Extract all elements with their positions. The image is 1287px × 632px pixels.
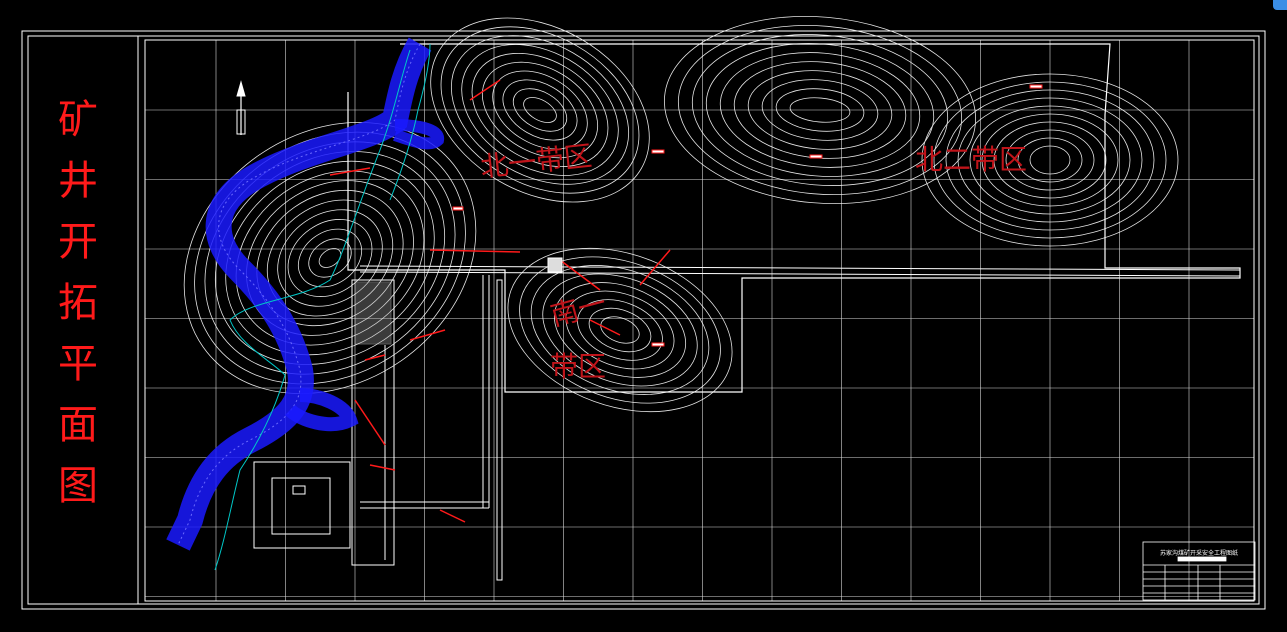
contour-line bbox=[183, 121, 477, 395]
contour-line bbox=[492, 70, 588, 150]
river-branch-2 bbox=[285, 388, 359, 432]
drawing-title: 矿 井 开 拓 平 面 图 bbox=[38, 90, 118, 530]
fault-line bbox=[589, 319, 621, 336]
contour-line bbox=[1017, 137, 1083, 183]
road bbox=[214, 49, 411, 571]
title-block bbox=[1142, 541, 1256, 601]
contour-line bbox=[921, 73, 1179, 247]
contour-line bbox=[225, 160, 435, 356]
title-block-name: 苏家沟煤矿开采安全工程图纸 bbox=[1160, 550, 1239, 557]
contour-line bbox=[542, 273, 698, 387]
shaft-yard bbox=[253, 279, 503, 581]
fault-lines bbox=[329, 79, 671, 523]
corner-handle[interactable] bbox=[1273, 0, 1287, 10]
road-2 bbox=[389, 43, 431, 201]
contour-line bbox=[588, 307, 652, 353]
inner-frame bbox=[27, 35, 1260, 605]
contour-line bbox=[747, 70, 893, 150]
fault-line bbox=[354, 399, 386, 446]
fault-line bbox=[364, 354, 386, 361]
contour-line bbox=[775, 88, 865, 132]
contour-line bbox=[287, 219, 373, 297]
contour-line bbox=[719, 52, 921, 168]
contour-line bbox=[481, 61, 599, 159]
title-char: 矿 bbox=[58, 97, 98, 143]
title-char: 图 bbox=[58, 463, 98, 509]
zone-label-north-2: 北二带区 bbox=[915, 143, 1028, 176]
fault-line bbox=[439, 509, 466, 523]
river-hatch bbox=[177, 43, 421, 546]
contour-line bbox=[1005, 129, 1095, 191]
fault-line bbox=[639, 249, 671, 286]
fault-line bbox=[369, 464, 396, 471]
contour-line bbox=[523, 97, 557, 123]
outer-frame bbox=[21, 30, 1266, 610]
contour-line bbox=[957, 97, 1143, 223]
contour-line bbox=[691, 34, 949, 186]
north-arrow-icon bbox=[236, 80, 246, 135]
contour-line bbox=[502, 79, 578, 141]
contour-line bbox=[256, 189, 404, 327]
coordinate-grid bbox=[145, 40, 1254, 601]
title-char: 平 bbox=[58, 341, 98, 387]
contour-line bbox=[430, 17, 650, 203]
title-char: 面 bbox=[58, 402, 98, 448]
fault-line bbox=[469, 79, 501, 101]
contour-line bbox=[298, 228, 362, 288]
contour-line bbox=[1029, 145, 1071, 175]
title-char: 开 bbox=[58, 219, 98, 265]
contour-line bbox=[761, 79, 879, 141]
contour-line bbox=[461, 44, 619, 176]
contour-line bbox=[600, 316, 640, 344]
fault-line bbox=[409, 329, 446, 341]
map-frame bbox=[144, 39, 1255, 602]
contour-line bbox=[471, 52, 609, 168]
contour-line bbox=[969, 105, 1131, 215]
river-branch bbox=[393, 119, 444, 150]
title-char: 井 bbox=[58, 158, 98, 204]
contour-line bbox=[993, 121, 1107, 199]
contour-line bbox=[933, 81, 1167, 239]
contour-line bbox=[945, 89, 1155, 231]
mining-boundary bbox=[347, 43, 1241, 393]
contour-line bbox=[318, 248, 342, 268]
zone-label-south-1-bottom: 带区 bbox=[550, 350, 607, 383]
fault-line bbox=[329, 167, 371, 176]
contour-line bbox=[440, 26, 640, 194]
contour-line bbox=[277, 209, 383, 307]
contour-line bbox=[677, 25, 963, 195]
contour-line bbox=[565, 290, 675, 370]
contour-line bbox=[507, 247, 733, 413]
fault-line bbox=[559, 259, 601, 291]
contour-line bbox=[235, 170, 425, 346]
contour-line bbox=[512, 88, 568, 132]
contour-line bbox=[308, 238, 352, 278]
fault-line bbox=[429, 249, 521, 253]
contour-line bbox=[789, 97, 851, 123]
contour-line bbox=[981, 113, 1119, 207]
contour-line bbox=[519, 256, 721, 404]
main-roadway bbox=[359, 265, 1241, 509]
point-markers bbox=[452, 84, 1043, 347]
contour-line bbox=[553, 282, 687, 378]
title-char: 拓 bbox=[58, 280, 98, 326]
contour-line bbox=[450, 35, 630, 185]
